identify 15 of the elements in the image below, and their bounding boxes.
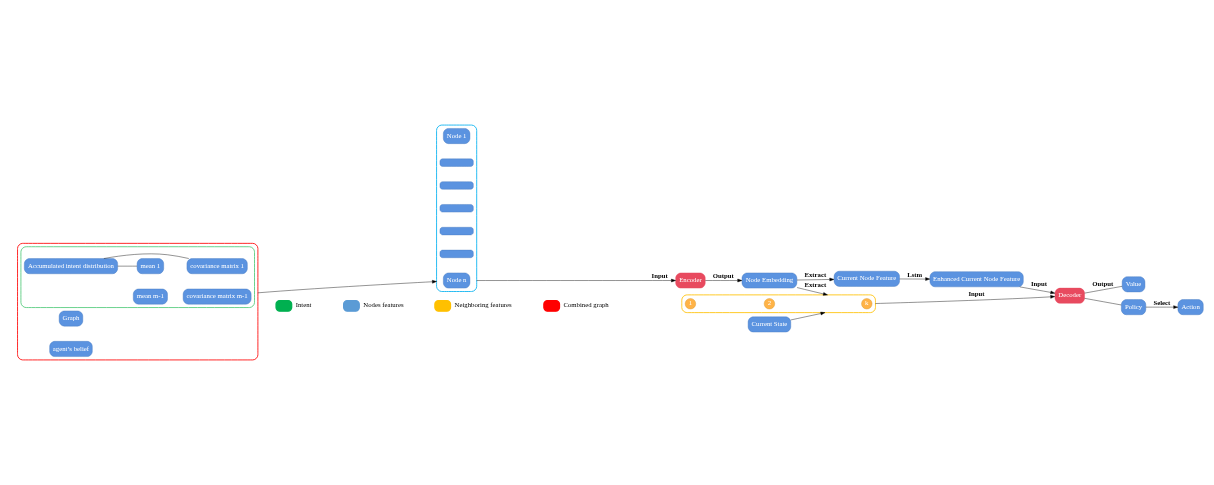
arrow xyxy=(796,287,828,296)
arrow xyxy=(875,295,1056,304)
arrow xyxy=(899,277,930,281)
node-bar xyxy=(439,204,474,213)
arrow xyxy=(705,278,743,283)
node-bar xyxy=(439,227,474,236)
node-bar xyxy=(439,249,474,258)
node-bar xyxy=(439,181,474,190)
arrow xyxy=(476,278,676,283)
arrow xyxy=(1145,305,1179,309)
arrow xyxy=(796,277,835,282)
arrow xyxy=(790,311,826,321)
arrow xyxy=(257,280,437,294)
node-bar xyxy=(439,158,474,167)
arrow xyxy=(1019,286,1056,295)
